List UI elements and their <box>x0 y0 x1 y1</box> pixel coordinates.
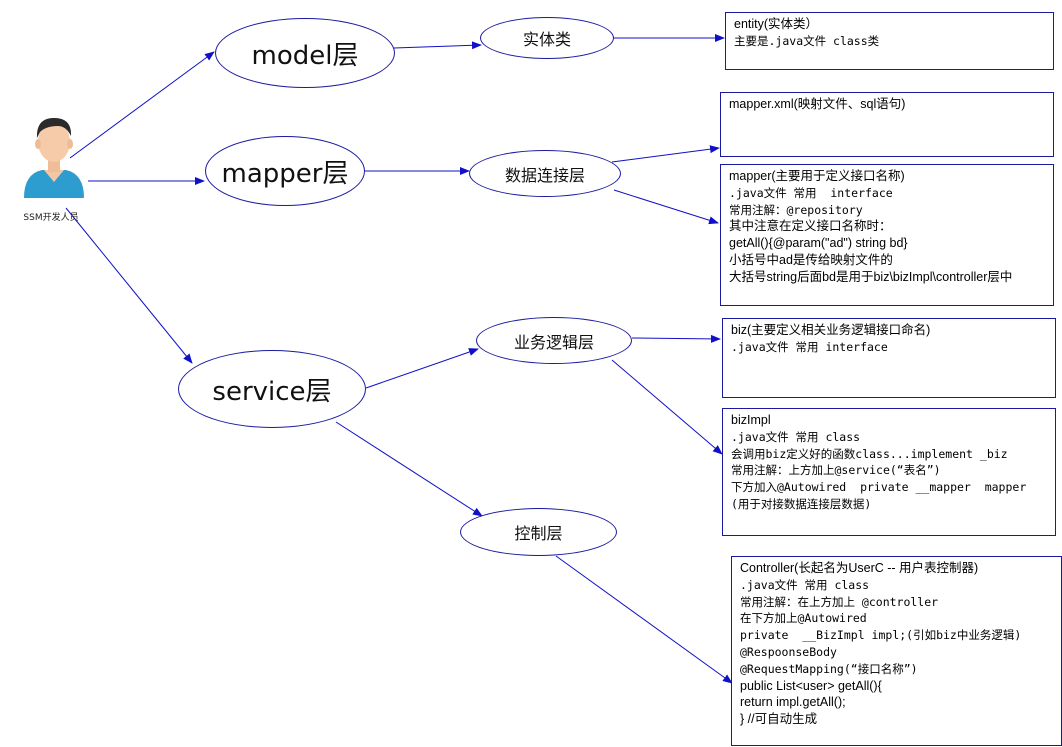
note-line: 常用注解：上方加上@service(“表名”) <box>731 463 941 478</box>
note-line: mapper.xml(映射文件、sql语句) <box>729 97 906 111</box>
note-line: .java文件 常用 interface <box>729 185 893 200</box>
model-layer-label: model层 <box>251 40 359 71</box>
note-line: biz(主要定义相关业务逻辑接口命名) <box>731 323 931 337</box>
mapper-xml-note-box: mapper.xml(映射文件、sql语句) <box>720 92 1054 157</box>
arrow-dataconn-to-xml <box>611 145 720 163</box>
note-line: 小括号中ad是传给映射文件的 <box>729 252 893 267</box>
control-layer-node: 控制层 <box>460 508 617 556</box>
note-line: entity(实体类） <box>734 17 819 31</box>
business-logic-node: 业务逻辑层 <box>476 317 632 364</box>
note-line: .java文件 常用 interface <box>731 339 888 354</box>
data-connection-label: 数据连接层 <box>504 165 585 185</box>
note-line: 常用注解：@repository <box>729 202 863 217</box>
note-line: } //可自动生成 <box>740 712 818 727</box>
note-line: 大括号string后面bd是用于biz\bizImpl\controller层中 <box>729 269 1013 284</box>
controller-note-box: Controller(长起名为UserC -- 用户表控制器) .java文件 常… <box>731 556 1062 746</box>
data-connection-node: 数据连接层 <box>469 150 621 197</box>
mapper-layer-node: mapper层 <box>205 136 365 206</box>
note-line: getAll(){@param("ad") string bd} <box>729 236 908 251</box>
note-line: 在下方加上@Autowired <box>740 611 867 626</box>
business-logic-label: 业务逻辑层 <box>513 332 594 352</box>
note-line: Controller(长起名为UserC -- 用户表控制器) <box>740 561 979 575</box>
note-line: .java文件 常用 class <box>731 429 861 444</box>
service-layer-label: service层 <box>212 376 332 407</box>
note-line: bizImpl <box>731 413 771 427</box>
arrow-service-to-control <box>335 421 483 517</box>
note-line: 主要是.java文件 class类 <box>734 33 880 48</box>
entity-label: 实体类 <box>522 30 571 49</box>
entity-note-box: entity(实体类） 主要是.java文件 class类 <box>725 12 1054 70</box>
note-line: 下方加入@Autowired private __mapper mapper <box>731 480 1027 495</box>
developer-avatar-icon <box>24 118 84 198</box>
note-line: 其中注意在定义接口名称时： <box>729 219 892 234</box>
arrow-person-to-model <box>69 51 215 159</box>
note-line: return impl.getAll(); <box>740 695 846 710</box>
note-line: 会调用biz定义好的函数class...implement _biz <box>731 446 1008 461</box>
mapper-interface-note-box: mapper(主要用于定义接口名称) .java文件 常用 interface 常用… <box>720 164 1054 306</box>
arrow-model-to-entity <box>393 41 482 50</box>
arrow-biz-to-bizimpl <box>611 359 723 455</box>
arrow-biz-to-box <box>631 334 721 343</box>
service-layer-node: service层 <box>178 350 366 428</box>
model-layer-node: model层 <box>215 18 395 88</box>
note-line: public List<user> getAll(){ <box>740 678 882 693</box>
note-line: @RespoonseBody <box>740 644 837 659</box>
arrow-dataconn-to-mapperif <box>613 189 719 225</box>
control-layer-label: 控制层 <box>514 524 563 543</box>
entity-node: 实体类 <box>480 17 614 59</box>
note-line: mapper(主要用于定义接口名称) <box>729 169 905 183</box>
note-line: private __BizImpl impl;(引如biz中业务逻辑) <box>740 628 1022 643</box>
biz-note-box: biz(主要定义相关业务逻辑接口命名) .java文件 常用 interface <box>722 318 1056 398</box>
bizimpl-note-box: bizImpl .java文件 常用 class 会调用biz定义好的函数class… <box>722 408 1056 536</box>
note-line: @RequestMapping(“接口名称”) <box>740 661 918 676</box>
arrow-service-to-biz <box>365 348 479 389</box>
arrow-person-to-service <box>65 207 193 364</box>
arrow-control-to-box <box>555 555 733 684</box>
note-line: (用于对接数据连接层数据) <box>731 496 872 511</box>
developer-label: SSM开发人员 <box>23 213 79 223</box>
mapper-layer-label: mapper层 <box>221 158 349 189</box>
note-line: 常用注解：在上方加上 @controller <box>740 594 939 609</box>
note-line: .java文件 常用 class <box>740 577 870 592</box>
